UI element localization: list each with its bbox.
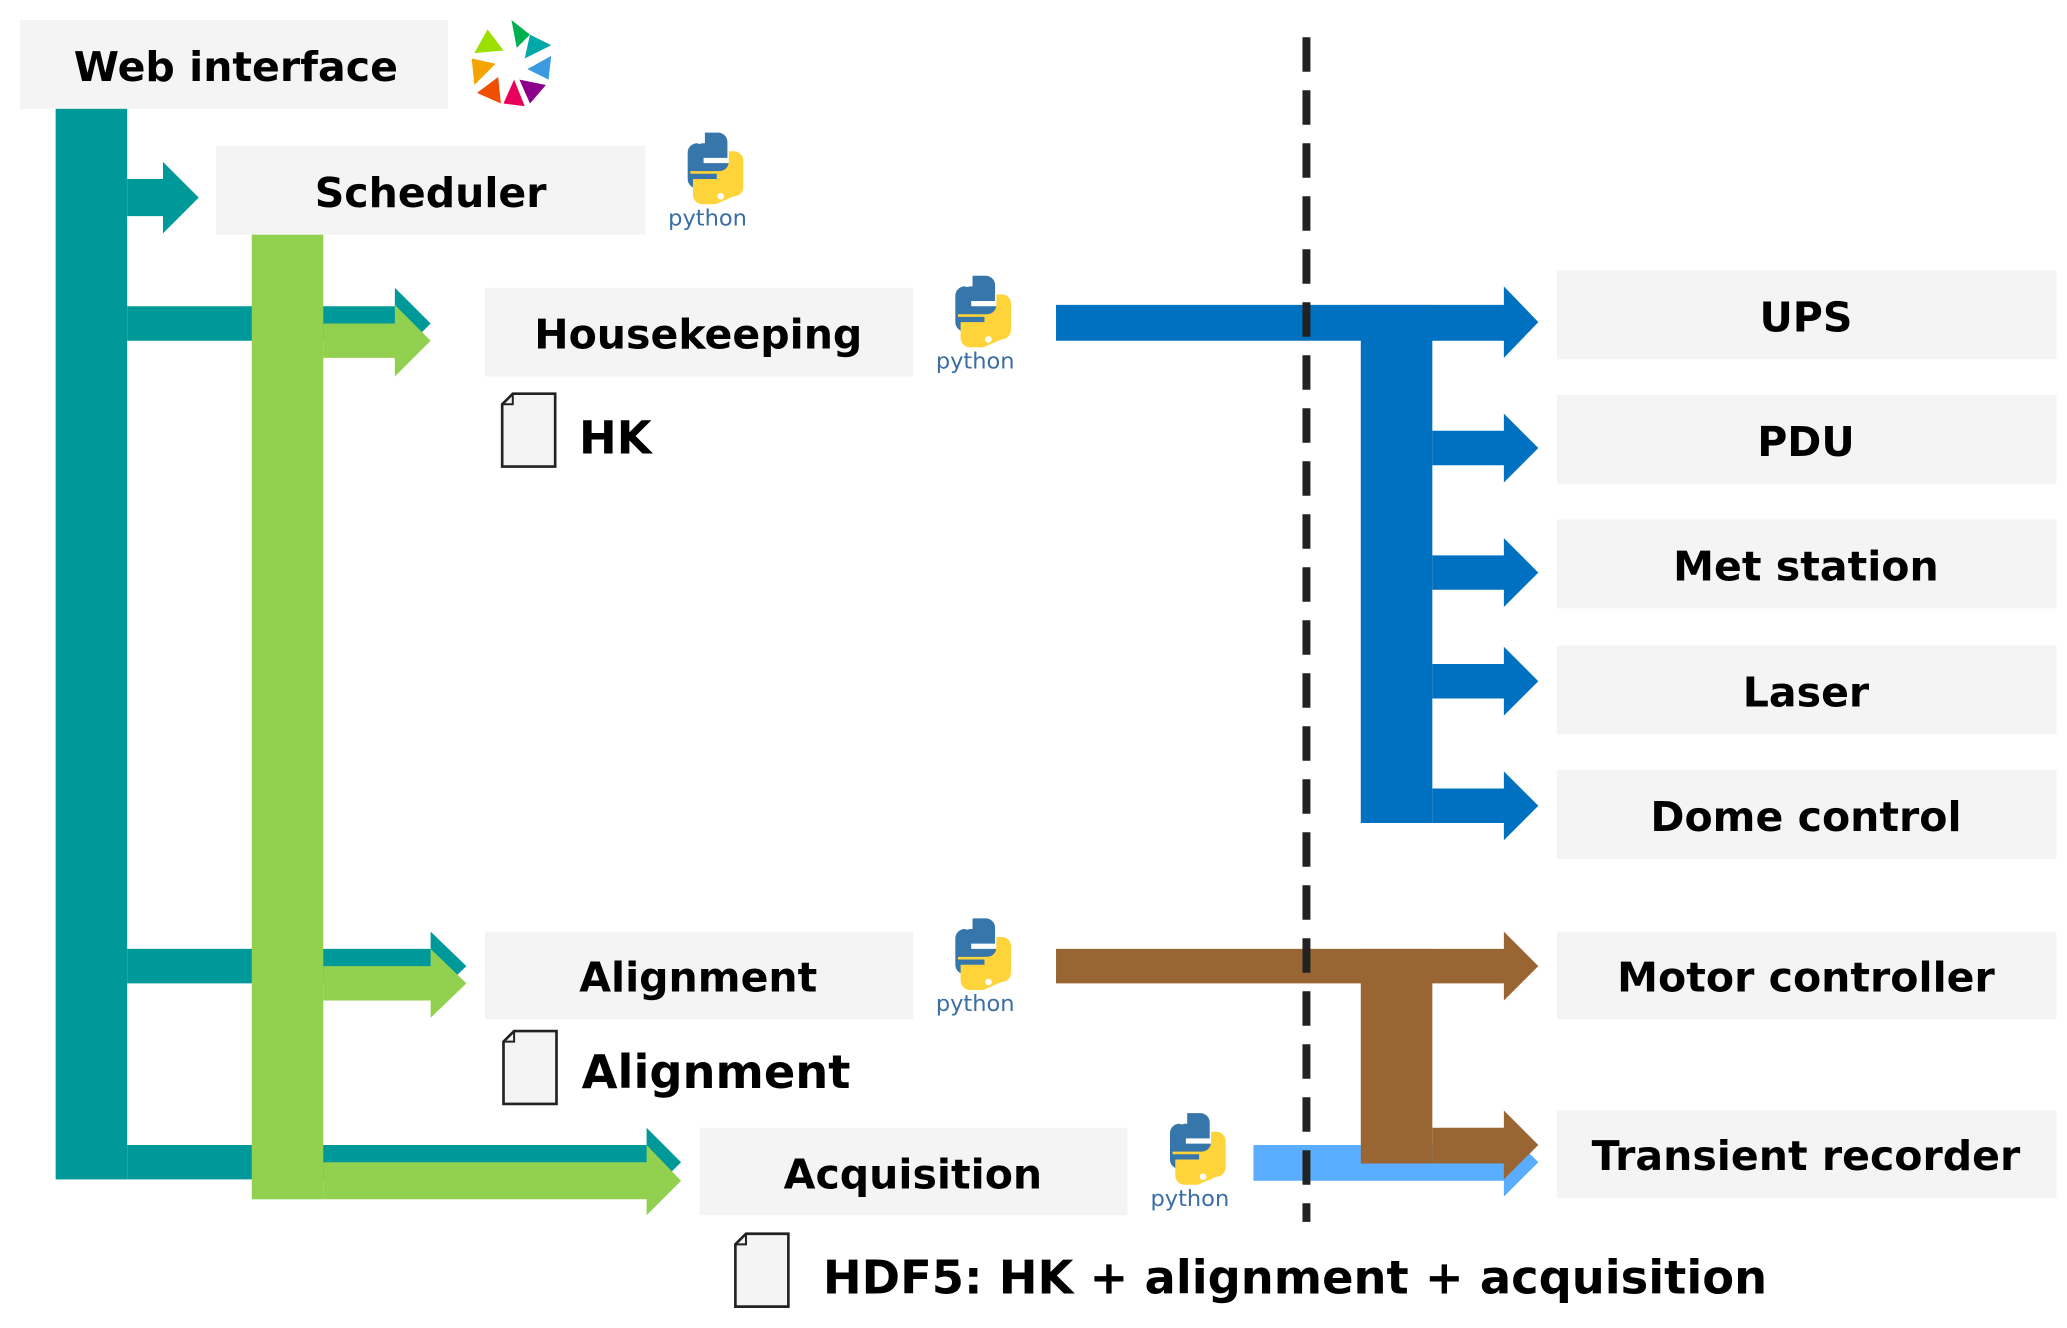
svg-text:python: python [1150,1186,1229,1212]
alignment-file-icon [502,1029,558,1106]
hardware-label: Transient recorder [1592,1132,2021,1180]
hardware-pdu: PDU [1556,395,2057,484]
hardware-transient-recorder: Transient recorder [1556,1110,2057,1198]
web-interface-box [19,20,448,109]
hardware-label: Laser [1743,668,1870,716]
hardware-dome-control: Dome control [1556,770,2057,859]
hardware-label: Motor controller [1617,953,1995,1001]
web-framework-logo-icon [471,20,552,107]
housekeeping-connector [1056,286,1539,841]
alignment-connector [1056,931,1539,1180]
hk-file-icon [500,392,557,468]
hk-file-label: HK [579,411,654,464]
hdf5-file-label: HDF5: HK + alignment + acquisition [823,1250,1767,1304]
hardware-label: PDU [1757,418,1855,466]
alignment-box [484,931,913,1020]
web-interface-label: Web interface [74,43,398,91]
svg-text:python: python [668,205,747,231]
python-logo-icon: python [936,918,1015,1017]
hardware-ups: UPS [1556,270,2057,360]
acquisition-box [699,1127,1128,1216]
scheduler-label: Scheduler [315,169,548,217]
hardware-motor-controller: Motor controller [1556,931,2057,1020]
housekeeping-box [484,287,913,377]
hardware-label: Dome control [1650,793,1961,841]
alignment-label: Alignment [579,953,817,1001]
hdf5-file-icon [734,1232,790,1308]
python-logo-icon: python [936,275,1015,375]
hardware-met-station: Met station [1556,519,2057,609]
housekeeping-label: Housekeeping [534,311,862,359]
scheduler-box [215,145,646,235]
python-logo-icon: python [1150,1113,1229,1212]
acquisition-label: Acquisition [784,1151,1042,1199]
web-interface-connector [55,108,682,1197]
hardware-label: Met station [1673,543,1939,591]
python-logo-icon: python [668,132,747,231]
svg-text:python: python [936,991,1015,1017]
alignment-file-label: Alignment [582,1045,851,1099]
hardware-laser: Laser [1556,645,2057,735]
svg-text:python: python [936,349,1015,375]
hardware-label: UPS [1759,293,1852,341]
